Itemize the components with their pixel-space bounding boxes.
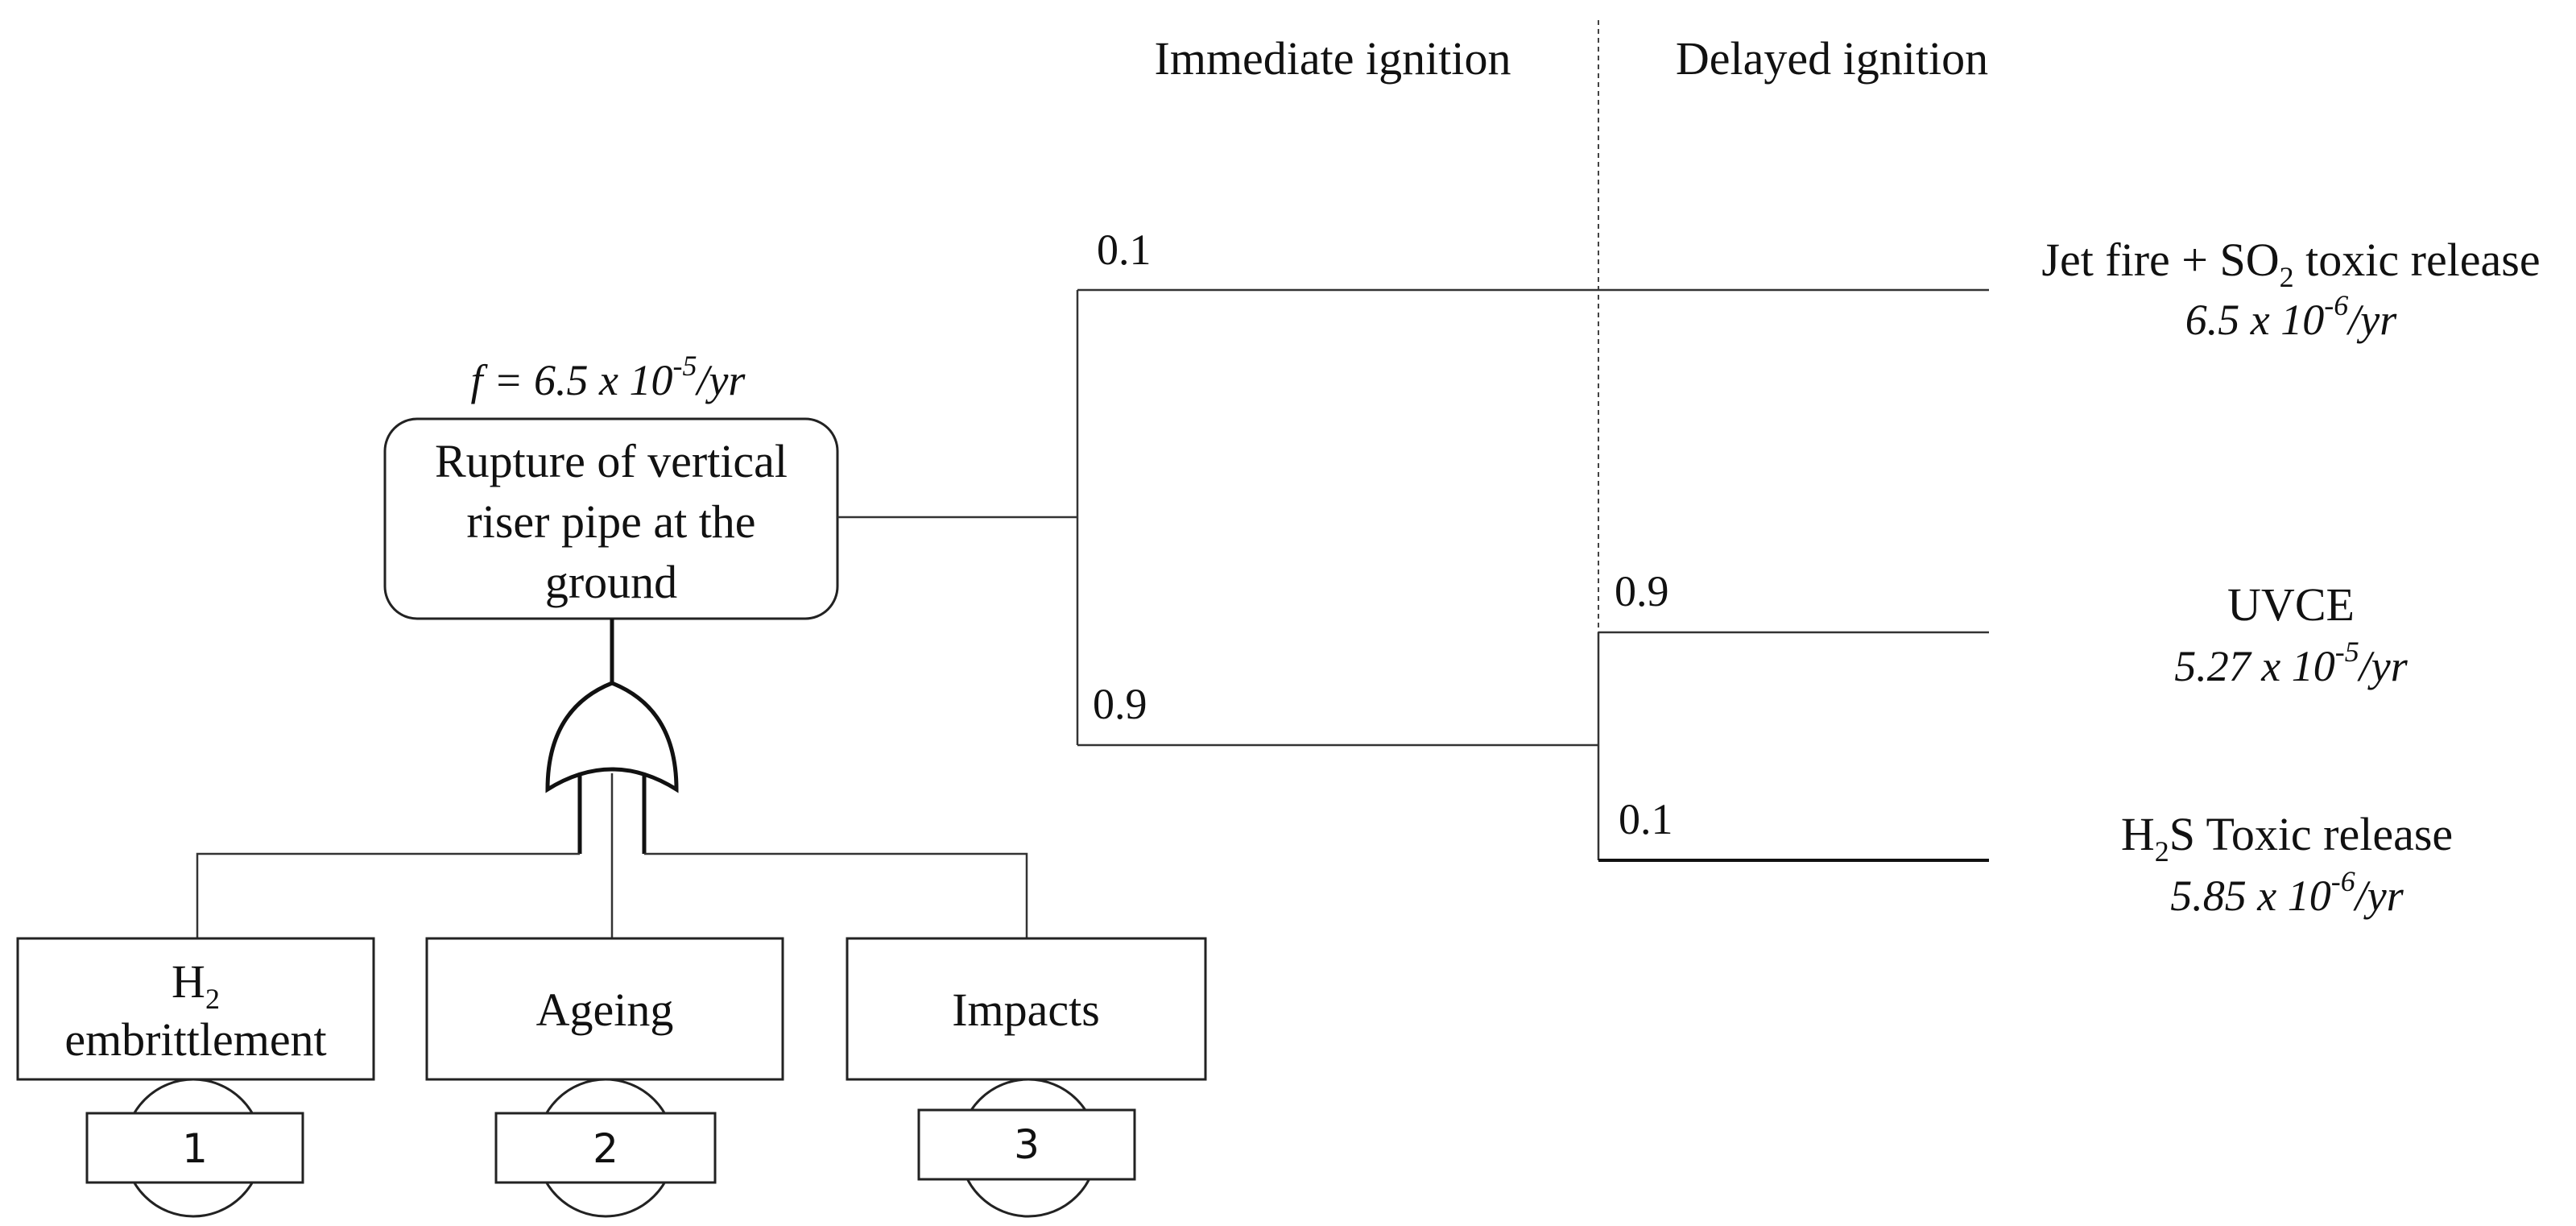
- outcome-h2s-label: H2S Toxic release: [2121, 808, 2453, 868]
- transfer-number-1: 1: [182, 1125, 208, 1172]
- top-event-frequency: f = 6.5 x 10-5/yr: [471, 350, 746, 404]
- basic-event-h2-line-1: H2: [172, 955, 220, 1015]
- prob-immediate-no: 0.9: [1093, 680, 1147, 728]
- connector-right: [644, 852, 1028, 938]
- outcome-jet-fire-frequency: 6.5 x 10-6/yr: [2185, 289, 2397, 344]
- basic-event-box-ageing: [425, 937, 784, 1081]
- outcome-uvce-frequency: 5.27 x 10-5/yr: [2174, 636, 2408, 690]
- transfer-box-2: [494, 1112, 717, 1184]
- transfer-box-3: [917, 1108, 1136, 1181]
- top-event-line-2: riser pipe at the: [466, 495, 755, 548]
- transfer-number-3: 3: [1014, 1121, 1040, 1168]
- transfer-number-2: 2: [593, 1125, 618, 1172]
- top-event-line-3: ground: [545, 556, 677, 608]
- outcome-jet-fire-label: Jet fire + SO2 toxic release: [2041, 234, 2540, 293]
- header-immediate-ignition: Immediate ignition: [1155, 32, 1511, 85]
- basic-event-box-impacts: [846, 937, 1207, 1081]
- basic-event-ageing-label: Ageing: [536, 984, 674, 1036]
- outcome-h2s-frequency: 5.85 x 10-6/yr: [2170, 865, 2404, 920]
- prob-immediate-yes: 0.1: [1097, 226, 1152, 274]
- prob-delayed-yes: 0.9: [1615, 567, 1669, 615]
- basic-event-h2-line-2: embrittlement: [64, 1013, 326, 1066]
- basic-event-box-h2: [16, 937, 375, 1081]
- basic-event-impacts-label: Impacts: [952, 984, 1100, 1036]
- outcome-uvce-label: UVCE: [2227, 578, 2355, 631]
- header-delayed-ignition: Delayed ignition: [1676, 32, 1988, 85]
- prob-delayed-no: 0.1: [1619, 795, 1673, 843]
- transfer-box-1: [85, 1112, 304, 1184]
- top-event-line-1: Rupture of vertical: [435, 435, 788, 487]
- connector-left: [196, 852, 580, 938]
- or-gate-icon: [545, 681, 679, 793]
